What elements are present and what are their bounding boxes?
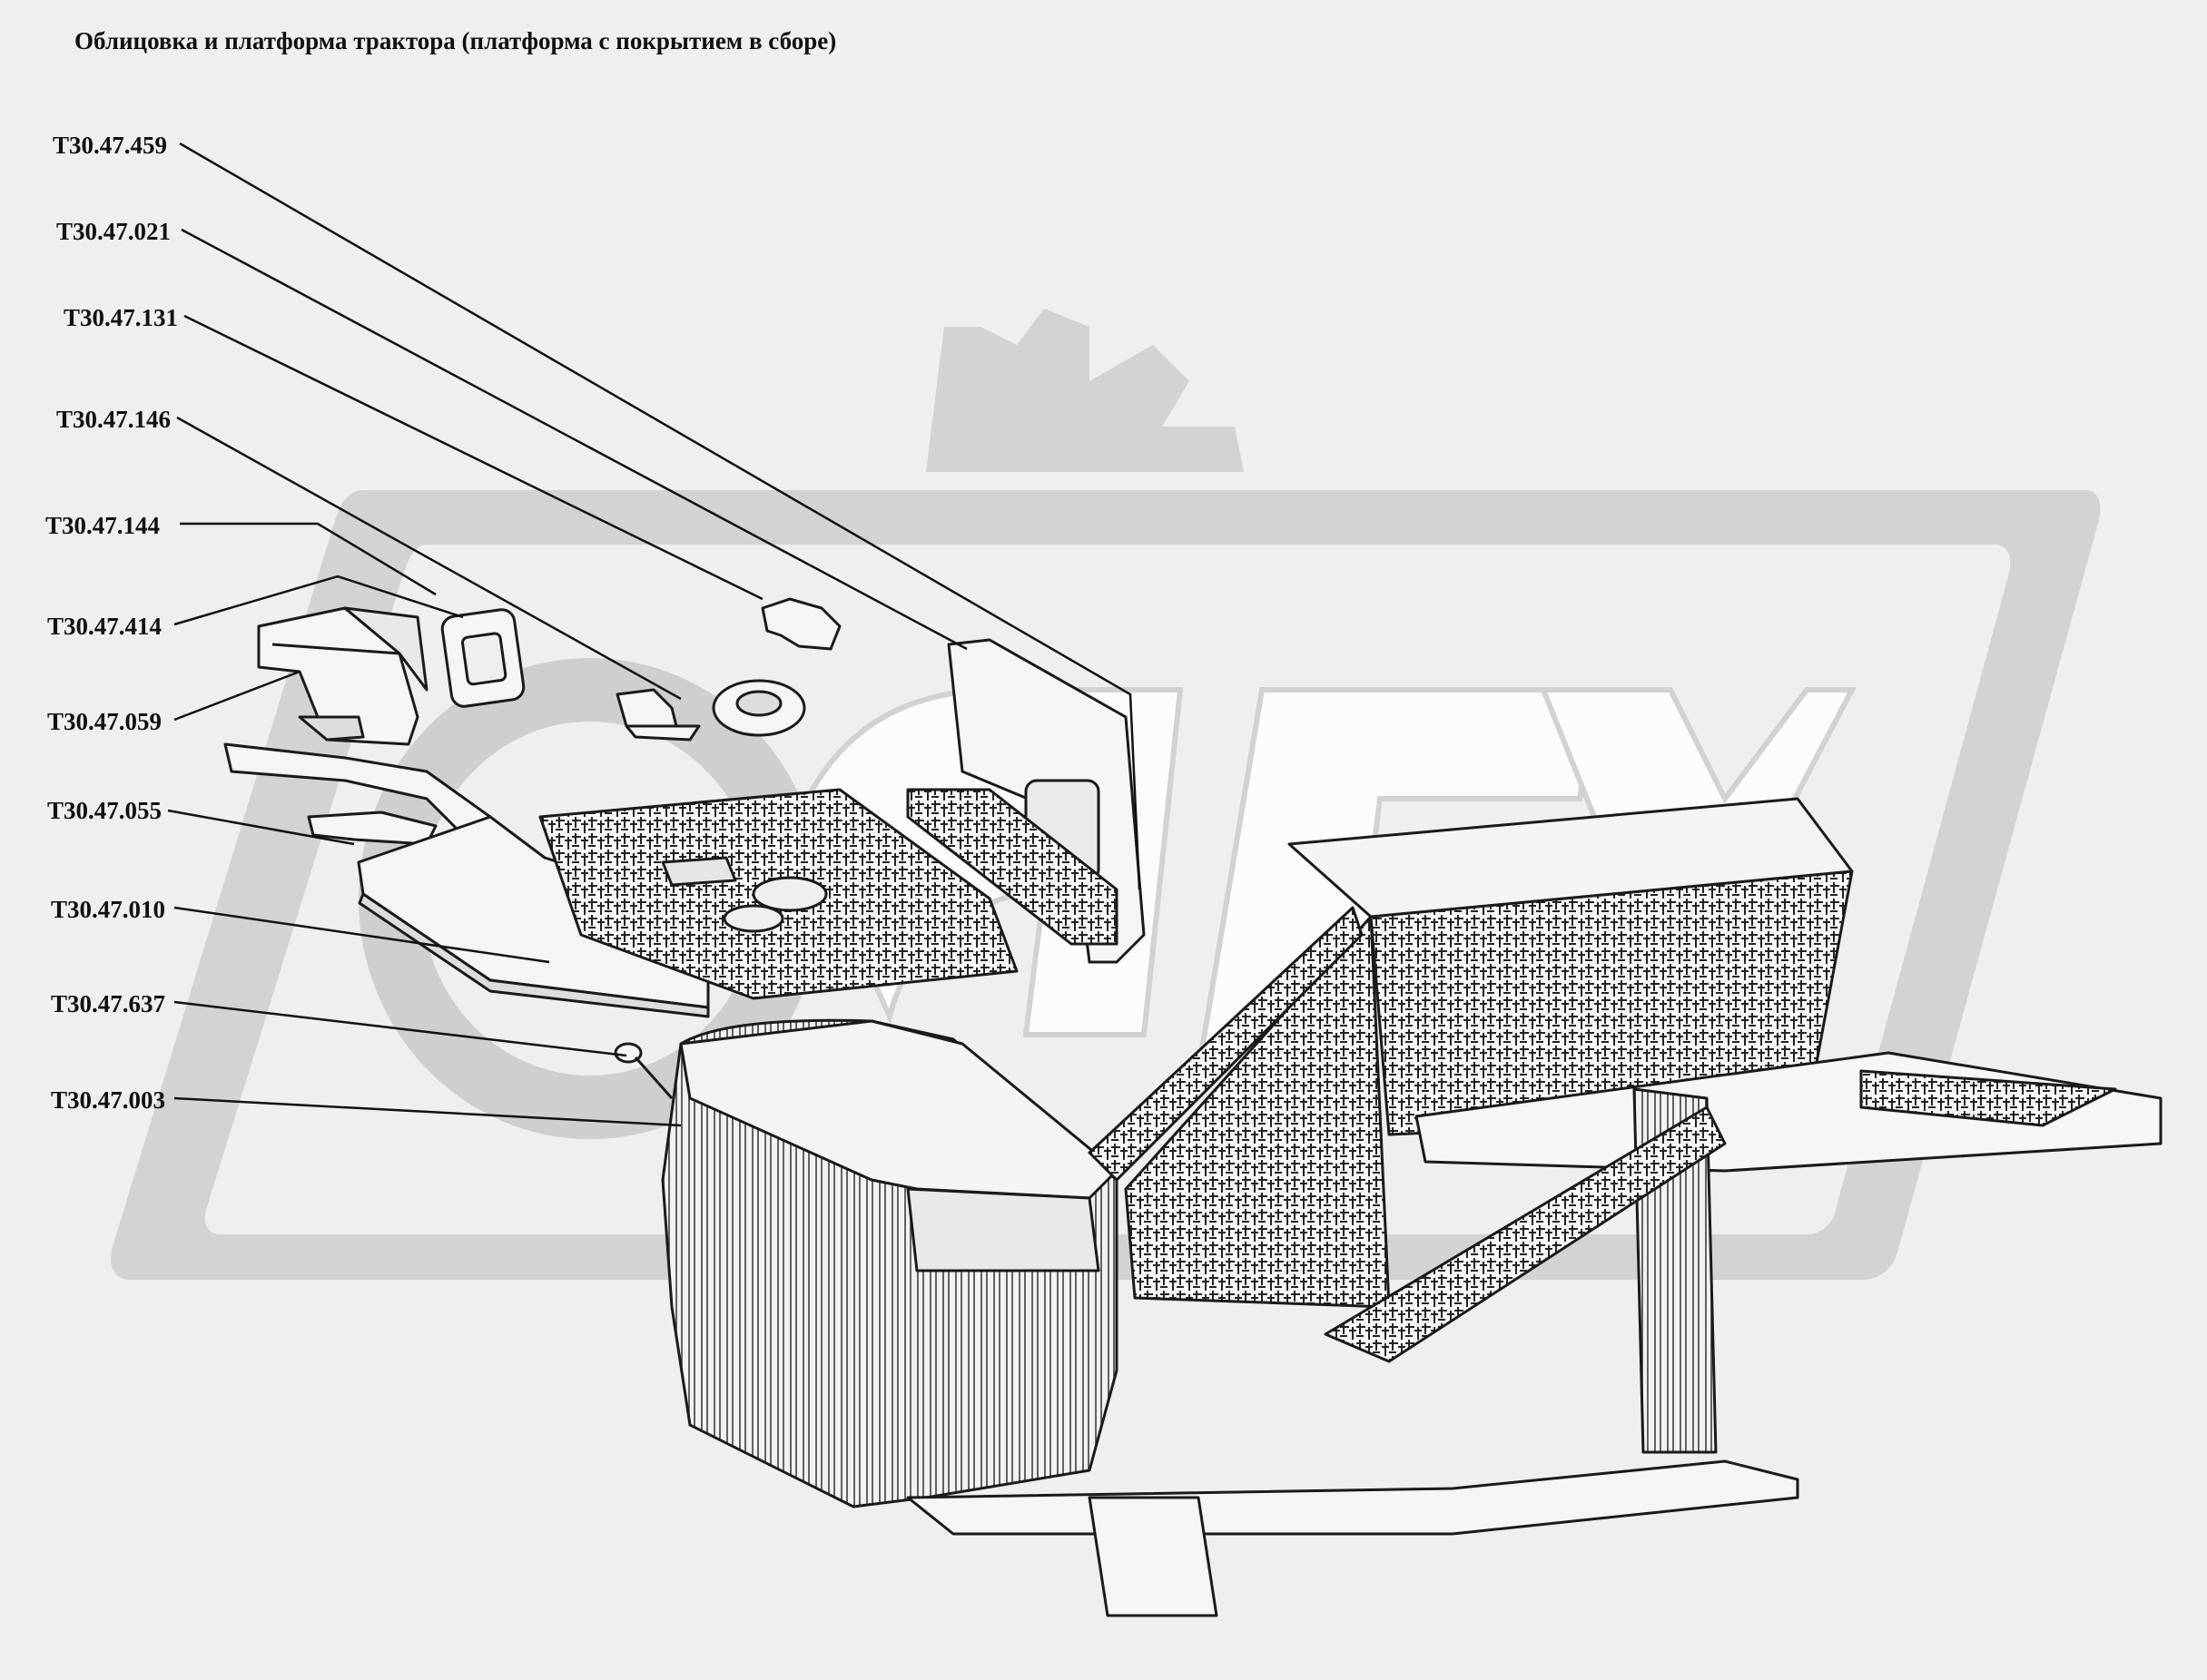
page-title: Облицовка и платформа трактора (платформ… [74,27,837,54]
leader-144 [180,522,437,596]
leader-414 [173,575,464,626]
callout-label: Т30.47.059 [47,708,163,735]
floor-mat [538,788,1019,1000]
leader-055 [167,809,355,846]
callout-label: Т30.47.003 [51,1086,166,1114]
callout-label: Т30.47.637 [51,990,166,1017]
callout-label: Т30.47.055 [47,797,163,824]
vertical-bracket [906,638,1146,964]
callout-label: Т30.47.010 [51,896,166,923]
callout-label: Т30.47.414 [47,613,163,640]
leader-lines [167,142,1141,1127]
latch-part [761,597,842,651]
watermark-gear-icon [926,309,1244,472]
leader-146 [176,416,682,701]
main-assembly [661,797,2163,1617]
callout-label: Т30.47.459 [53,132,168,159]
leader-021 [181,228,968,651]
leader-003 [173,1096,682,1127]
callout-label: Т30.47.144 [45,512,161,539]
leader-637 [173,1000,627,1057]
leader-131 [183,314,764,601]
watermark-frame [111,490,2101,1280]
bracket-part [257,606,429,746]
leader-059 [173,670,301,722]
callout-label: Т30.47.021 [56,218,172,245]
clip-part [616,688,701,742]
seal-part [440,608,526,708]
pin-part [614,1042,674,1099]
leader-459 [179,142,1141,890]
callout-label: Т30.47.131 [64,304,179,331]
ring-part [712,679,806,737]
callout-label: Т30.47.146 [56,406,172,433]
leader-010 [173,906,550,964]
